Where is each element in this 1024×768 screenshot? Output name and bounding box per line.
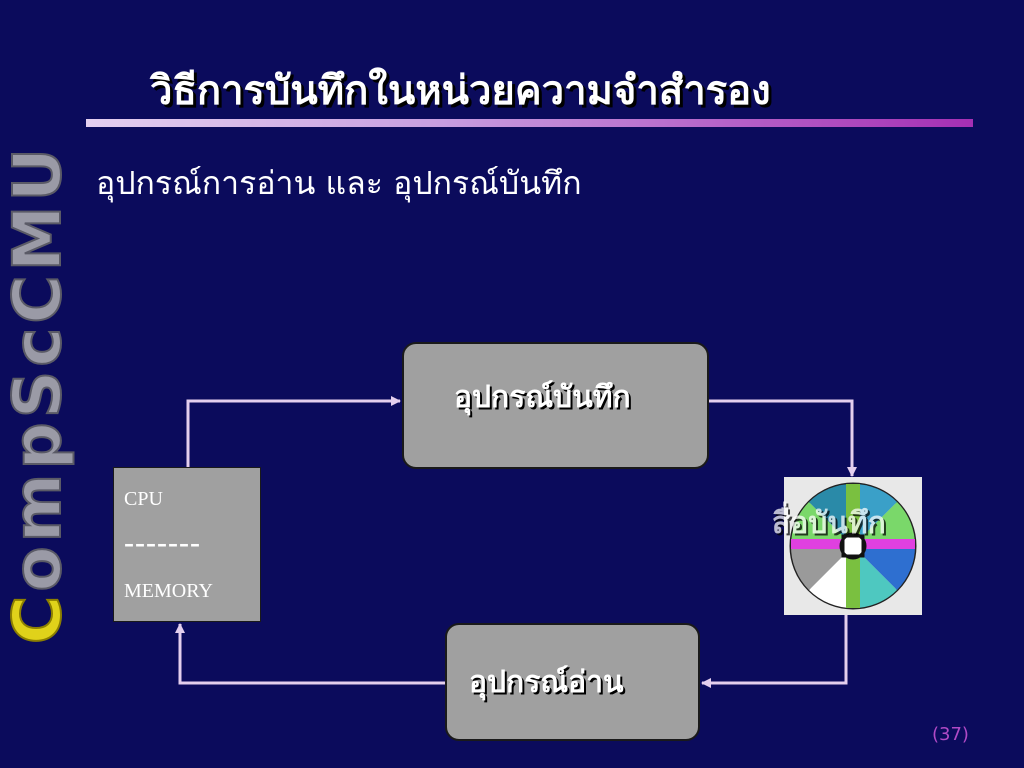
arrow-recorder-to-media [709, 399, 857, 477]
storage-media-label: สื่อบันทึก [772, 506, 886, 541]
slide-subtitle: อุปกรณ์การอ่าน และ อุปกรณ์บันทึก [96, 164, 582, 202]
reader-device-label: อุปกรณ์อ่าน [469, 665, 624, 700]
arrow-media-to-reader [701, 615, 848, 688]
slide-title: วิธีการบันทึกในหน่วยความจำสำรอง [150, 68, 771, 114]
cpu-memory-separator: ------- [124, 526, 201, 559]
recorder-device-box: อุปกรณ์บันทึก [402, 342, 709, 469]
arrow-reader-to-cpu [175, 623, 445, 685]
reader-device-box: อุปกรณ์อ่าน [445, 623, 700, 741]
cpu-label: CPU [124, 488, 163, 510]
cpu-memory-box: CPU ------- MEMORY [113, 467, 261, 622]
arrow-cpu-to-recorder [186, 396, 401, 467]
compact-disc-icon [784, 477, 922, 615]
page-number: (37) [932, 724, 969, 745]
memory-label: MEMORY [124, 580, 213, 602]
title-underline-bar [86, 119, 973, 127]
recorder-device-label: อุปกรณ์บันทึก [454, 380, 631, 415]
